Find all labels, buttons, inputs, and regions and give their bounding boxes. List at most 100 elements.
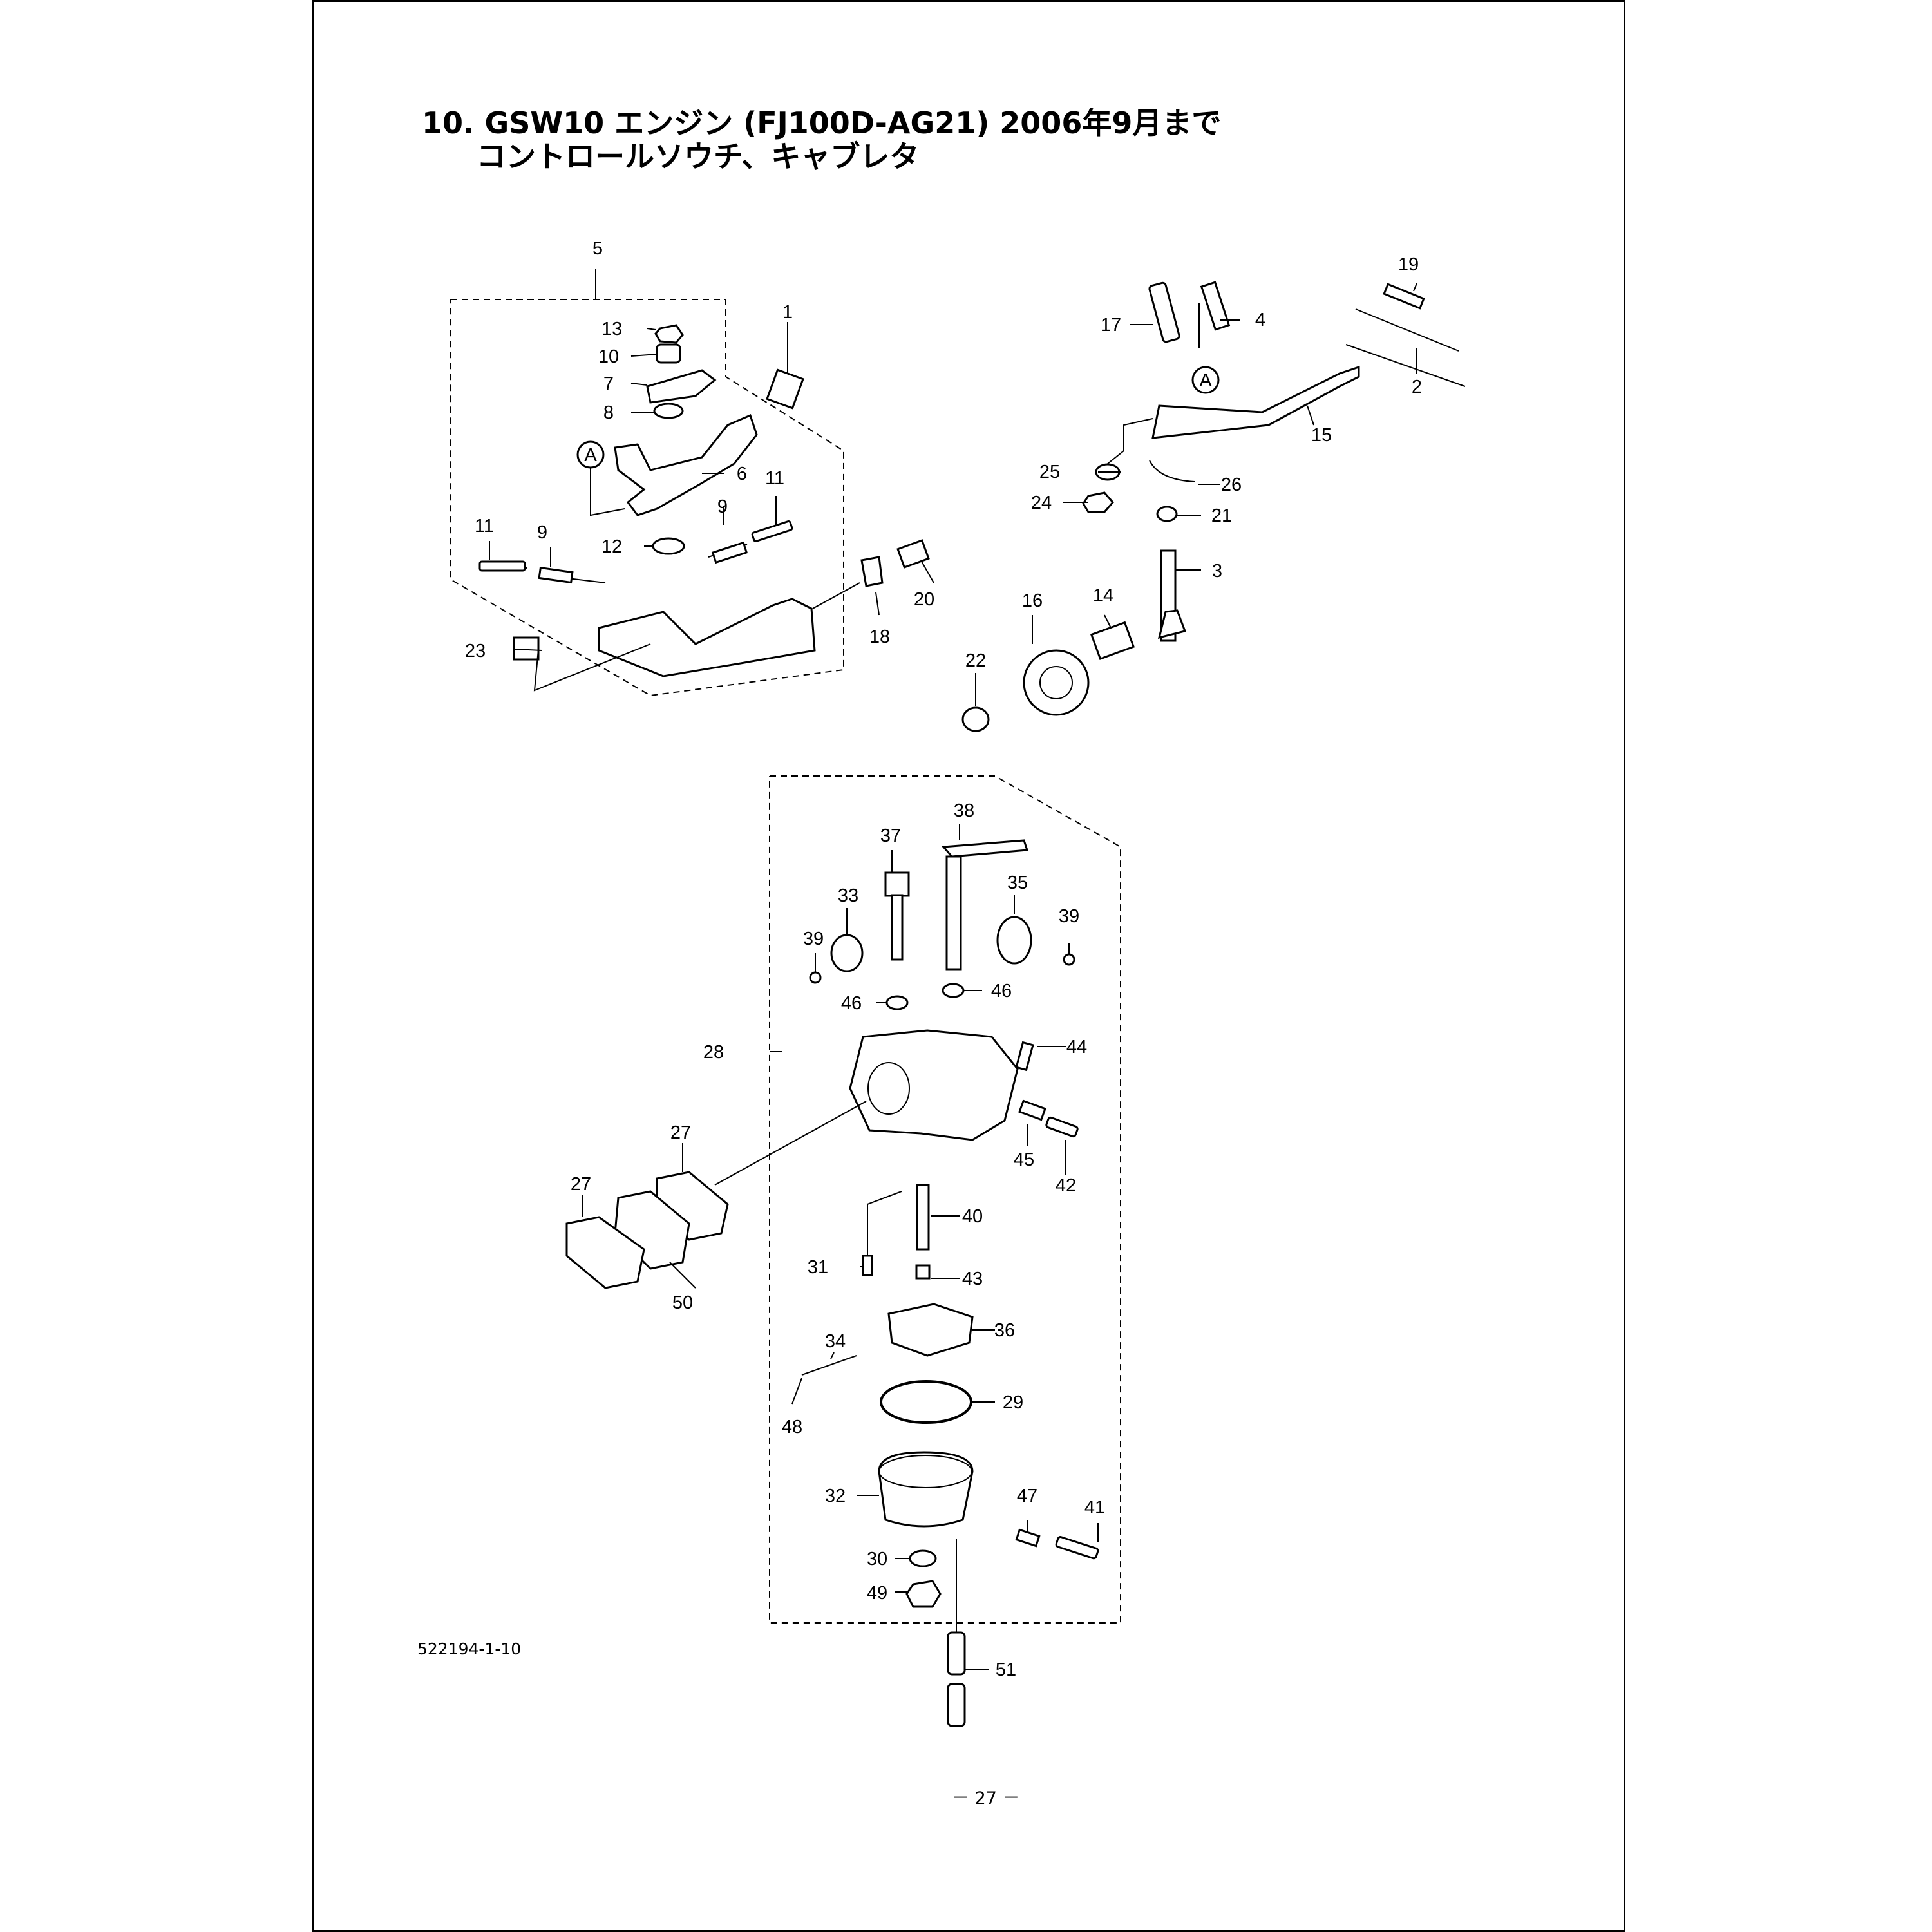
choke-valve-35 [996, 916, 1032, 965]
screw-11-right [751, 520, 793, 542]
spring-19 [1383, 283, 1425, 310]
assembly-5-outline [450, 299, 844, 697]
carb-bore [867, 1062, 910, 1115]
callout-38: 38 [954, 800, 974, 821]
choke-lever-38 [941, 839, 1029, 858]
callout-9-right: 9 [717, 497, 728, 517]
callout-22: 22 [965, 650, 986, 671]
callout-2: 2 [1412, 377, 1422, 397]
washer-22 [961, 706, 990, 732]
callout-12: 12 [601, 536, 622, 557]
carburetor-body-28 [849, 1029, 1019, 1141]
callout-31: 31 [808, 1257, 828, 1278]
callout-24: 24 [1031, 493, 1052, 513]
callout-1: 1 [782, 302, 793, 323]
sleeve-14 [1090, 621, 1135, 660]
callout-25: 25 [1039, 462, 1060, 482]
page-frame [312, 0, 1625, 1932]
screw-11-left [478, 560, 526, 572]
callout-44: 44 [1066, 1037, 1087, 1057]
washer-8 [653, 402, 684, 419]
throttle-shaft [891, 894, 904, 961]
callout-27-left: 27 [571, 1174, 591, 1195]
callout-32: 32 [825, 1486, 846, 1506]
control-plate [598, 598, 816, 677]
callout-50: 50 [672, 1293, 693, 1313]
callout-16: 16 [1022, 591, 1043, 611]
leader-18 [812, 582, 860, 609]
callout-7: 7 [603, 374, 614, 394]
reference-mark-a-right [1191, 366, 1220, 394]
throttle-lever [646, 369, 717, 404]
callout-42: 42 [1056, 1175, 1076, 1196]
callout-49: 49 [867, 1583, 887, 1604]
spring-9-left [538, 566, 574, 584]
bolt-20 [896, 539, 930, 569]
nut-24 [1082, 491, 1114, 513]
callout-13: 13 [601, 319, 622, 339]
throttle-top-37 [884, 871, 910, 897]
callout-18: 18 [869, 627, 890, 647]
seal-46-right [942, 983, 965, 998]
callout-37: 37 [880, 826, 901, 846]
bolt-17 [1148, 281, 1180, 343]
float-bowl-32 [878, 1451, 974, 1528]
page-subtitle: コントロールソウチ、キャブレタ [477, 139, 920, 174]
callout-5: 5 [592, 238, 603, 259]
shaft-3-end [1157, 609, 1186, 639]
screw-42 [1045, 1116, 1079, 1138]
clip-18 [860, 556, 884, 587]
washer-12 [652, 537, 685, 555]
callout-14: 14 [1093, 585, 1113, 606]
bolt-49 [905, 1580, 942, 1608]
spring-44 [1015, 1041, 1034, 1072]
spring-19-rod [1355, 308, 1459, 352]
nozzle-40 [916, 1184, 930, 1251]
screw-41 [1055, 1536, 1099, 1560]
governor-lever-plate [614, 413, 758, 516]
page-title: 10. GSW10 エンジン (FJ100D-AG21) 2006年9月まで [422, 106, 1222, 140]
callout-33: 33 [838, 886, 858, 906]
seal-46-left [886, 995, 909, 1010]
callout-36: 36 [994, 1320, 1015, 1341]
callout-19: 19 [1398, 254, 1419, 275]
callout-10: 10 [598, 346, 619, 367]
gear-hub [1039, 666, 1073, 699]
spring-47 [1015, 1528, 1041, 1548]
reference-a-left-arrow [590, 468, 625, 516]
callout-4: 4 [1255, 310, 1265, 330]
washer-30 [909, 1549, 937, 1567]
part-1-block [766, 368, 804, 410]
callout-3: 3 [1212, 561, 1222, 582]
callout-6: 6 [737, 464, 747, 484]
governor-lever-group: A [961, 281, 1466, 732]
spring-9-right [711, 541, 748, 564]
callout-leaders [489, 283, 1417, 1670]
carburetor-group [565, 839, 1099, 1727]
screw-39-right [1063, 953, 1075, 966]
callout-17: 17 [1101, 315, 1121, 336]
leader-23 [533, 643, 651, 692]
governor-gear-16 [1023, 649, 1090, 716]
callout-43: 43 [962, 1269, 983, 1289]
leader-lever-to-nut [1107, 418, 1153, 464]
callout-46-right: 46 [991, 981, 1012, 1001]
callout-8: 8 [603, 402, 614, 423]
tube-51-lower [947, 1683, 966, 1727]
callout-48: 48 [782, 1417, 802, 1437]
callout-15: 15 [1311, 425, 1332, 446]
callout-47: 47 [1017, 1486, 1037, 1506]
screw-39-left [809, 971, 822, 984]
callout-46-left: 46 [841, 993, 862, 1014]
callout-27-right: 27 [670, 1122, 691, 1143]
callout-labels: 1 2 3 4 5 6 7 8 9 9 10 11 11 12 13 14 15… [465, 238, 1422, 1680]
spring-4 [1200, 281, 1231, 331]
o-ring-29 [880, 1380, 972, 1424]
assembly-28-outline [769, 775, 1121, 1624]
governor-assembly-group: A [478, 324, 930, 692]
gasket-27-left [565, 1216, 645, 1289]
callout-39-right: 39 [1059, 906, 1079, 927]
pin-34 [801, 1355, 857, 1376]
tube-51-upper [947, 1631, 966, 1676]
callout-23: 23 [465, 641, 486, 661]
